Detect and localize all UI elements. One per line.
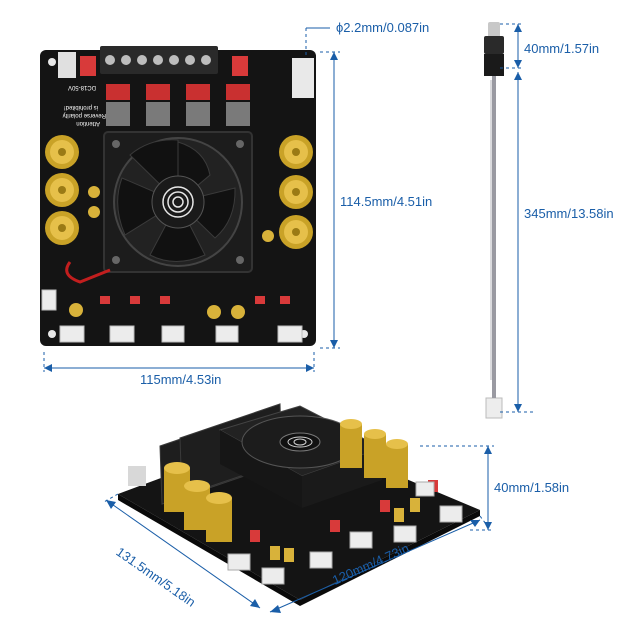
- warning-line3: is prohibited!: [64, 104, 98, 110]
- inductor: [146, 84, 170, 100]
- fan-logo: [162, 186, 194, 218]
- bottom-connectors: [41, 289, 303, 343]
- capacitors-iso-right: [340, 419, 408, 488]
- inductor-grey: [226, 102, 250, 126]
- small-capacitors: [69, 186, 274, 319]
- inductor-grey: [186, 102, 210, 126]
- mount-hole: [48, 58, 56, 66]
- terminal-screws: [105, 55, 211, 65]
- resistor-blocks: [100, 296, 290, 304]
- fan-screw: [112, 256, 120, 264]
- inductor: [186, 84, 210, 100]
- board-width-label: 115mm/4.53in: [140, 372, 222, 387]
- inductor: [106, 84, 130, 100]
- fan-screw: [236, 140, 244, 148]
- fan-screw: [112, 140, 120, 148]
- fan-screw: [236, 256, 244, 264]
- capacitors-iso-left: [164, 462, 232, 542]
- capacitors-right: [279, 135, 313, 249]
- fuse-block: [232, 56, 248, 76]
- small-caps-iso: [270, 498, 420, 562]
- connectors-iso: [227, 481, 463, 585]
- warning-line1: Attention: [76, 120, 100, 126]
- fan-hub-iso: [279, 432, 321, 452]
- knob-shaft: [488, 22, 500, 38]
- fuse-block: [80, 56, 96, 76]
- knob-body: [484, 36, 504, 54]
- power-label: DC18-50V: [68, 84, 96, 90]
- hole-diameter-label: ϕ2.2mm/0.087in: [336, 20, 430, 35]
- capacitors-left: [45, 135, 79, 245]
- cable-length-label: 345mm/13.58in: [524, 206, 614, 221]
- inductor: [226, 84, 250, 100]
- knob-length-label: 40mm/1.57in: [524, 41, 600, 56]
- side-height-label: 40mm/1.58in: [494, 480, 570, 495]
- fan-hub: [151, 175, 205, 229]
- board-height-label: 114.5mm/4.51in: [340, 194, 433, 209]
- red-wire: [65, 261, 111, 284]
- inductor-grey: [106, 102, 130, 126]
- inductor-grey: [146, 102, 170, 126]
- power-jack-iso: [128, 466, 146, 486]
- warning-line2: Reverse polarity: [63, 112, 106, 118]
- mount-hole: [48, 330, 56, 338]
- power-jack: [58, 52, 76, 78]
- bluetooth-module: [292, 58, 314, 98]
- knob-board: [484, 54, 504, 76]
